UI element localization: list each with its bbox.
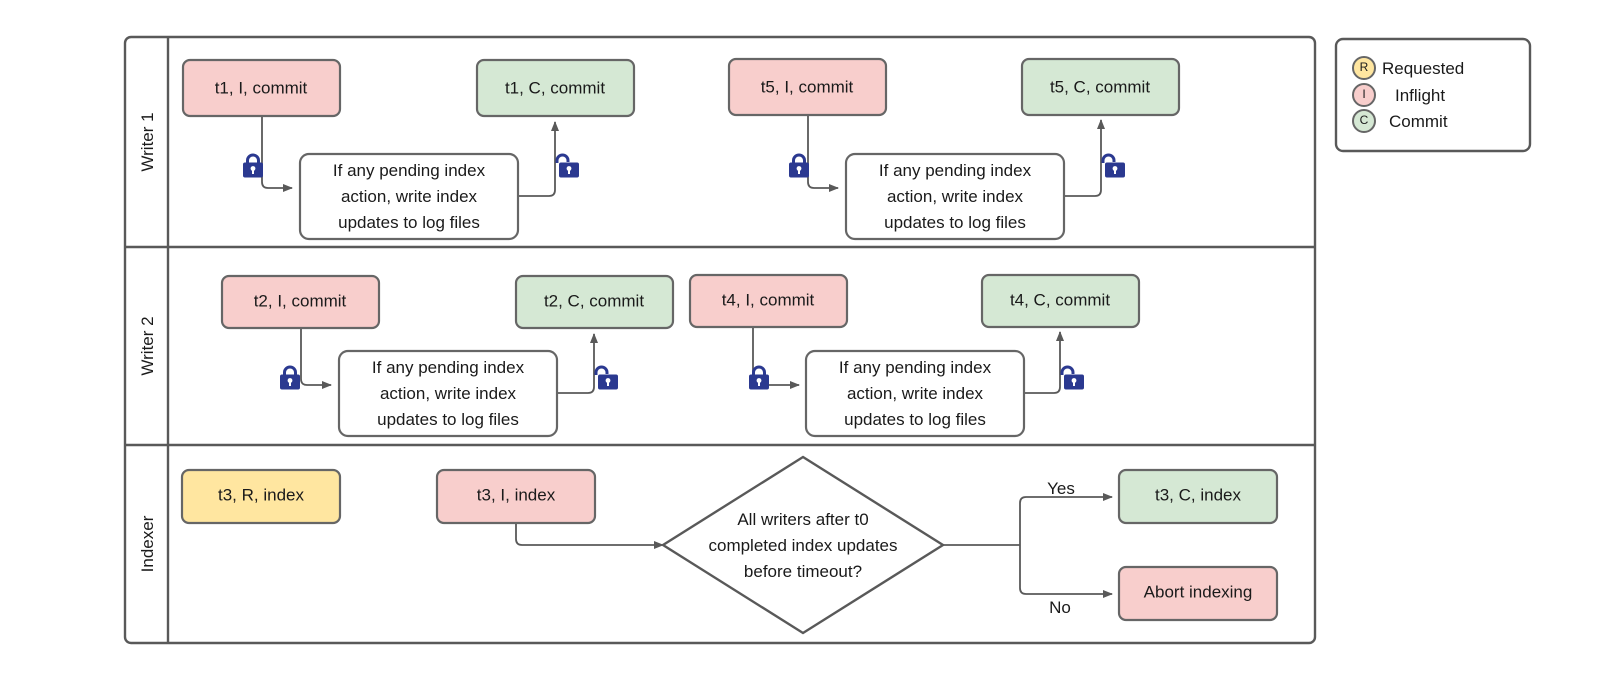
node-w2-t4-c[interactable]: t4, C, commit bbox=[980, 273, 1141, 329]
node-w1-t1-c[interactable]: t1, C, commit bbox=[475, 58, 636, 118]
legend-label-inflight: Inflight bbox=[1395, 86, 1445, 105]
node-w2-t2-c[interactable]: t2, C, commit bbox=[514, 274, 675, 330]
node-label: t5, I, commit bbox=[761, 77, 854, 96]
node-w1-t1-i[interactable]: t1, I, commit bbox=[181, 58, 342, 118]
legend-label-commit: Commit bbox=[1389, 112, 1448, 131]
unlock-icon-w1-2 bbox=[1101, 153, 1125, 178]
requested-badge-glyph: R bbox=[1360, 60, 1369, 74]
edge-w1-t5i-to-note bbox=[807, 114, 839, 192]
node-label: t1, C, commit bbox=[505, 78, 605, 97]
requested-badge-icon bbox=[1352, 56, 1376, 80]
note-line-3: updates to log files bbox=[844, 410, 986, 429]
commit-badge-icon bbox=[1352, 109, 1376, 133]
edge-w1-note-to-t1c bbox=[518, 121, 559, 197]
node-label: t3, C, index bbox=[1155, 485, 1241, 504]
node-label: t3, I, index bbox=[477, 485, 556, 504]
commit-badge-glyph: C bbox=[1360, 113, 1369, 127]
decision-line-1: All writers after t0 bbox=[737, 510, 868, 529]
note-w2-right[interactable]: If any pending index action, write index… bbox=[804, 349, 1026, 438]
node-ix-t3-r[interactable]: t3, R, index bbox=[180, 468, 342, 525]
note-line-2: action, write index bbox=[847, 384, 984, 403]
unlock-icon-w2-2 bbox=[1060, 365, 1084, 390]
edge-ix-branch-no bbox=[1019, 545, 1113, 598]
legend-item-requested: R Requested bbox=[1352, 56, 1464, 80]
node-w1-t5-i[interactable]: t5, I, commit bbox=[727, 57, 888, 117]
node-label: t3, R, index bbox=[218, 485, 304, 504]
note-line-1: If any pending index bbox=[333, 161, 486, 180]
note-line-1: If any pending index bbox=[372, 358, 525, 377]
node-ix-abort[interactable]: Abort indexing bbox=[1117, 565, 1279, 622]
lock-icon-w2-1 bbox=[280, 365, 300, 390]
lock-icon-w1-2 bbox=[789, 153, 809, 178]
node-label: Abort indexing bbox=[1144, 582, 1253, 601]
edge-w2-note-to-t2c bbox=[557, 333, 598, 394]
note-w2-left[interactable]: If any pending index action, write index… bbox=[337, 349, 559, 438]
node-label: t2, I, commit bbox=[254, 291, 347, 310]
edge-ix-branch-yes bbox=[1019, 493, 1113, 545]
node-label: t5, C, commit bbox=[1050, 77, 1150, 96]
node-label: t1, I, commit bbox=[215, 78, 308, 97]
note-w1-left[interactable]: If any pending index action, write index… bbox=[298, 152, 520, 241]
lock-icon-w2-2 bbox=[749, 365, 769, 390]
decision-line-2: completed index updates bbox=[708, 536, 897, 555]
node-ix-t3-i[interactable]: t3, I, index bbox=[435, 468, 597, 525]
note-line-3: updates to log files bbox=[338, 213, 480, 232]
node-w2-t4-i[interactable]: t4, I, commit bbox=[688, 273, 849, 329]
node-ix-t3-c[interactable]: t3, C, index bbox=[1117, 468, 1279, 525]
note-line-1: If any pending index bbox=[839, 358, 992, 377]
decision-line-3: before timeout? bbox=[744, 562, 862, 581]
legend-item-inflight: I Inflight bbox=[1352, 83, 1445, 107]
lane-label-writer-1: Writer 1 bbox=[138, 112, 157, 171]
edge-ix-t3i-to-decision bbox=[515, 522, 664, 549]
note-w1-right[interactable]: If any pending index action, write index… bbox=[844, 152, 1066, 241]
node-w2-t2-i[interactable]: t2, I, commit bbox=[220, 274, 381, 330]
node-label: t4, I, commit bbox=[722, 290, 815, 309]
node-w1-t5-c[interactable]: t5, C, commit bbox=[1020, 57, 1181, 117]
note-line-1: If any pending index bbox=[879, 161, 1032, 180]
inflight-badge-icon bbox=[1352, 83, 1376, 107]
legend-panel: R Requested I Inflight C Commit bbox=[1334, 37, 1532, 153]
edge-w1-note-to-t5c bbox=[1064, 119, 1105, 197]
decision-ix-timeout[interactable]: All writers after t0 completed index upd… bbox=[660, 455, 946, 635]
note-line-2: action, write index bbox=[887, 187, 1024, 206]
note-line-2: action, write index bbox=[380, 384, 517, 403]
unlock-icon-w2-1 bbox=[594, 365, 618, 390]
note-line-2: action, write index bbox=[341, 187, 478, 206]
pool-frame bbox=[123, 35, 1317, 645]
legend-label-requested: Requested bbox=[1382, 59, 1464, 78]
lane-label-indexer: Indexer bbox=[138, 515, 157, 572]
lock-icon-w1-1 bbox=[243, 153, 263, 178]
note-line-3: updates to log files bbox=[884, 213, 1026, 232]
edge-w2-t2i-to-note bbox=[300, 328, 332, 389]
node-label: t4, C, commit bbox=[1010, 290, 1110, 309]
edge-label-yes: Yes bbox=[1047, 479, 1075, 498]
legend-item-commit: C Commit bbox=[1352, 109, 1448, 133]
note-line-3: updates to log files bbox=[377, 410, 519, 429]
edge-w1-t1i-to-note bbox=[261, 116, 293, 192]
node-label: t2, C, commit bbox=[544, 291, 644, 310]
inflight-badge-glyph: I bbox=[1362, 87, 1365, 101]
lane-label-writer-2: Writer 2 bbox=[138, 316, 157, 375]
edge-label-no: No bbox=[1049, 598, 1071, 617]
unlock-icon-w1-1 bbox=[555, 153, 579, 178]
edge-w2-note-to-t4c bbox=[1023, 331, 1064, 394]
